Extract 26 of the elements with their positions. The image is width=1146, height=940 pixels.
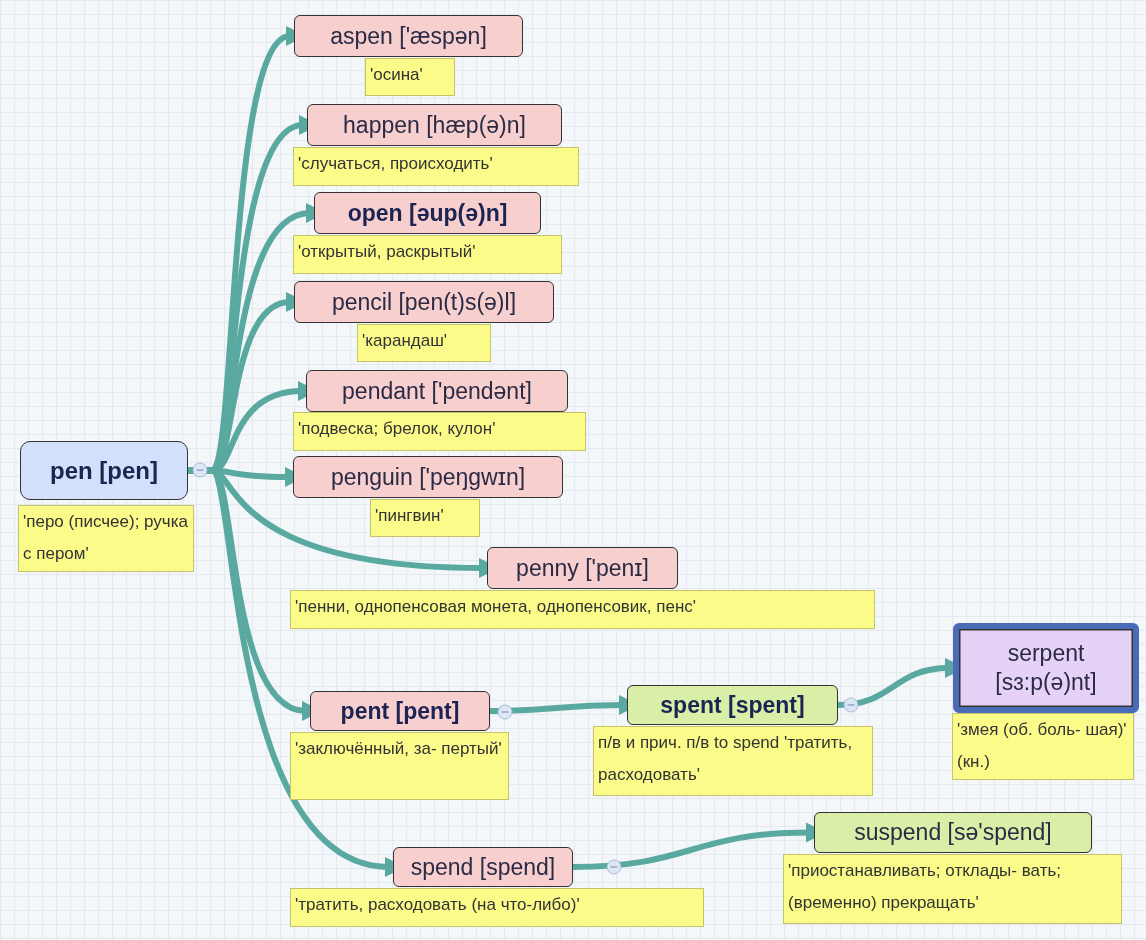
word-box: pent [pent]: [310, 691, 490, 731]
word-box: pencil [pen(t)s(ə)l]: [294, 281, 554, 323]
word-box: aspen ['æspən]: [294, 15, 523, 57]
word-box: open [əup(ə)n]: [314, 192, 541, 234]
word-box: spend [spend]: [393, 847, 573, 887]
translation-note: 'пингвин': [370, 499, 480, 537]
word-box: pen [pen]: [20, 441, 188, 500]
word-box: suspend [sə'spend]: [814, 812, 1092, 853]
word-box: penny ['penɪ]: [487, 547, 678, 589]
word-box: serpent [sɜ:p(ə)nt]: [953, 623, 1139, 713]
translation-note: 'змея (об. боль- шая)' (кн.): [952, 713, 1134, 780]
translation-note: 'тратить, расходовать (на что-либо)': [290, 888, 704, 927]
translation-note: 'открытый, раскрытый': [293, 235, 562, 274]
word-box: happen [hæp(ə)n]: [307, 104, 562, 146]
translation-note: п/в и прич. п/в to spend 'тратить, расходовать': [593, 726, 873, 796]
translation-note: 'случаться, происходить': [293, 147, 579, 186]
translation-note: 'перо (писчее); ручка с пером': [18, 505, 194, 572]
translation-note: 'карандаш': [357, 324, 491, 362]
translation-note: 'осина': [365, 58, 455, 96]
translation-note: 'приостанавливать; отклады- вать; (временно) прекращать': [783, 854, 1122, 924]
word-box: spent [spent]: [627, 685, 838, 725]
translation-note: 'подвеска; брелок, кулон': [293, 412, 586, 451]
word-box: pendant ['pendənt]: [306, 370, 568, 412]
translation-note: 'заключённый, за- пертый': [290, 732, 509, 800]
translation-note: 'пенни, однопенсовая монета, однопенсовик, пенс': [290, 590, 875, 629]
word-box: penguin ['peŋgwɪn]: [293, 456, 563, 498]
